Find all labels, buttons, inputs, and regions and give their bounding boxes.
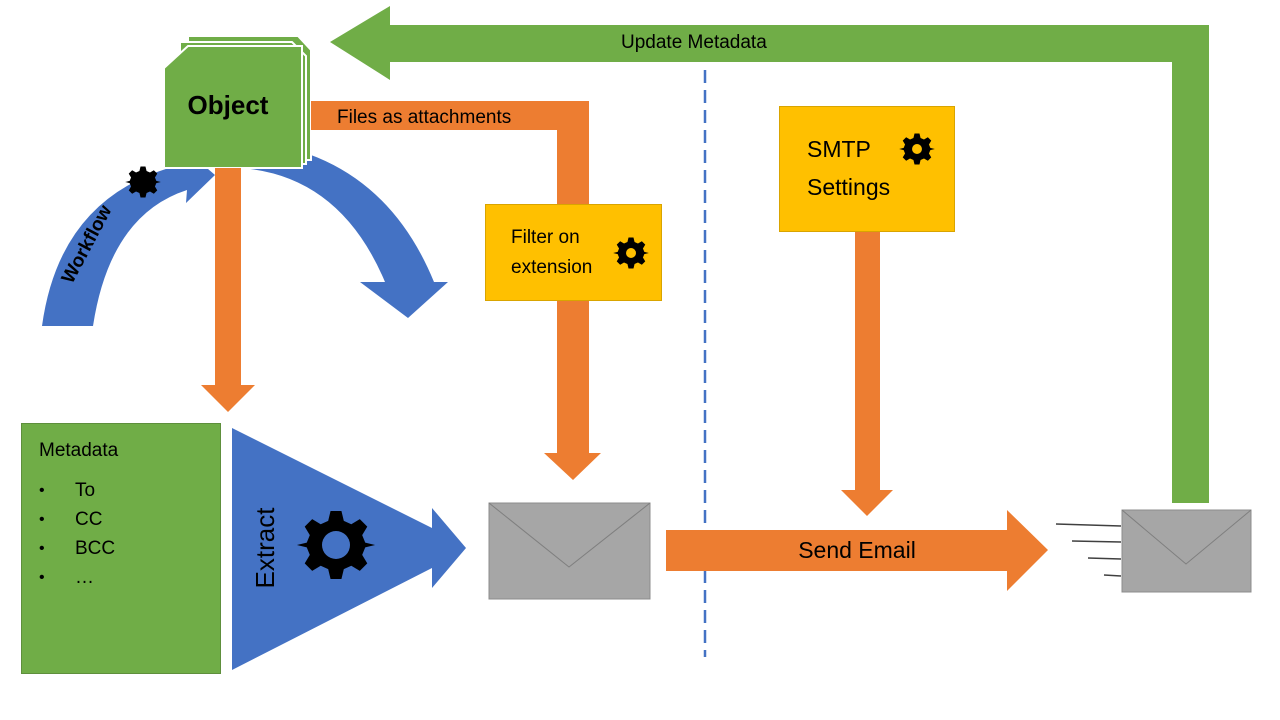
metadata-item-more: … <box>39 563 220 592</box>
update-metadata-label: Update Metadata <box>621 32 767 53</box>
metadata-title: Metadata <box>39 440 119 461</box>
motion-lines <box>1055 523 1122 577</box>
metadata-item-bcc: BCC <box>39 534 220 563</box>
envelope-icon <box>1121 509 1252 593</box>
smtp-arrow <box>841 232 893 516</box>
smtp-settings-box: SMTP Settings <box>779 106 955 232</box>
extract-arrow <box>201 168 255 412</box>
object-node <box>163 35 312 169</box>
update-metadata-arrow <box>330 6 1209 503</box>
envelope-icon <box>488 502 651 600</box>
send-email-arrow <box>666 510 1048 591</box>
gear-icon-hole <box>322 531 350 559</box>
workflow-arc-right <box>240 140 448 318</box>
attachments-arrow <box>311 101 601 480</box>
metadata-item-to: To <box>39 476 220 505</box>
metadata-item-cc: CC <box>39 505 220 534</box>
smtp-settings-label: SMTP Settings <box>807 136 891 200</box>
metadata-list: To CC BCC … <box>39 476 220 592</box>
object-label: Object <box>188 90 269 120</box>
send-email-label: Send Email <box>798 537 916 563</box>
filter-on-extension-box: Filter on extension <box>485 204 662 301</box>
metadata-box: Metadata To CC BCC … <box>21 423 221 674</box>
workflow-arc-left <box>42 150 215 326</box>
extract-label: Extract <box>250 507 280 589</box>
filter-on-extension-label: Filter on extension <box>511 227 593 278</box>
files-as-attachments-label: Files as attachments <box>337 107 511 128</box>
